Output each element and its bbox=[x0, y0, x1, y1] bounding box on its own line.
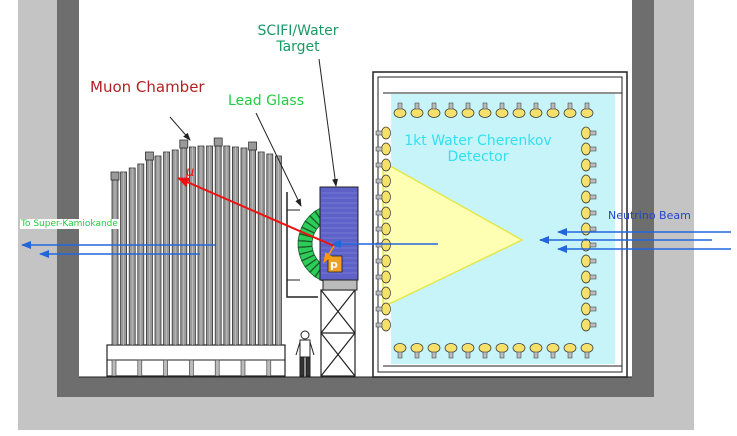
neutrino-beam-arrows bbox=[331, 228, 731, 253]
photomultiplier-tubes bbox=[375, 102, 597, 359]
label-pointers bbox=[169, 58, 339, 207]
lead-glass-frame bbox=[286, 192, 318, 298]
detector-label: 1kt Water Cherenkov Detector bbox=[378, 133, 578, 165]
super-kamiokande-arrows bbox=[21, 241, 215, 258]
proton-track bbox=[323, 245, 335, 263]
muon-track bbox=[177, 177, 335, 247]
target-support-tower bbox=[320, 279, 358, 377]
detector-label-line1: 1kt Water Cherenkov bbox=[404, 133, 552, 149]
lead-glass-calorimeter bbox=[297, 204, 332, 284]
super-kamiokande-label: To Super-Kamiokande bbox=[20, 219, 119, 230]
target-label-line2: Target bbox=[276, 39, 320, 56]
muon-symbol: μ bbox=[186, 165, 195, 180]
cherenkov-cone bbox=[382, 160, 524, 309]
lead-glass-label: Lead Glass bbox=[228, 93, 304, 109]
muon-chamber-label: Muon Chamber bbox=[90, 78, 205, 96]
target-label-line1: SCIFI/Water bbox=[257, 23, 339, 39]
scifi-water-target bbox=[319, 186, 359, 281]
detector-label-line2: Detector bbox=[447, 149, 509, 166]
neutrino-beam-label: Neutrino Beam bbox=[608, 209, 691, 222]
target-label: SCIFI/Water Target bbox=[243, 23, 353, 55]
proton-symbol: p bbox=[330, 258, 338, 271]
human-scale-figure bbox=[295, 330, 315, 377]
water-cherenkov-tank bbox=[372, 71, 628, 378]
